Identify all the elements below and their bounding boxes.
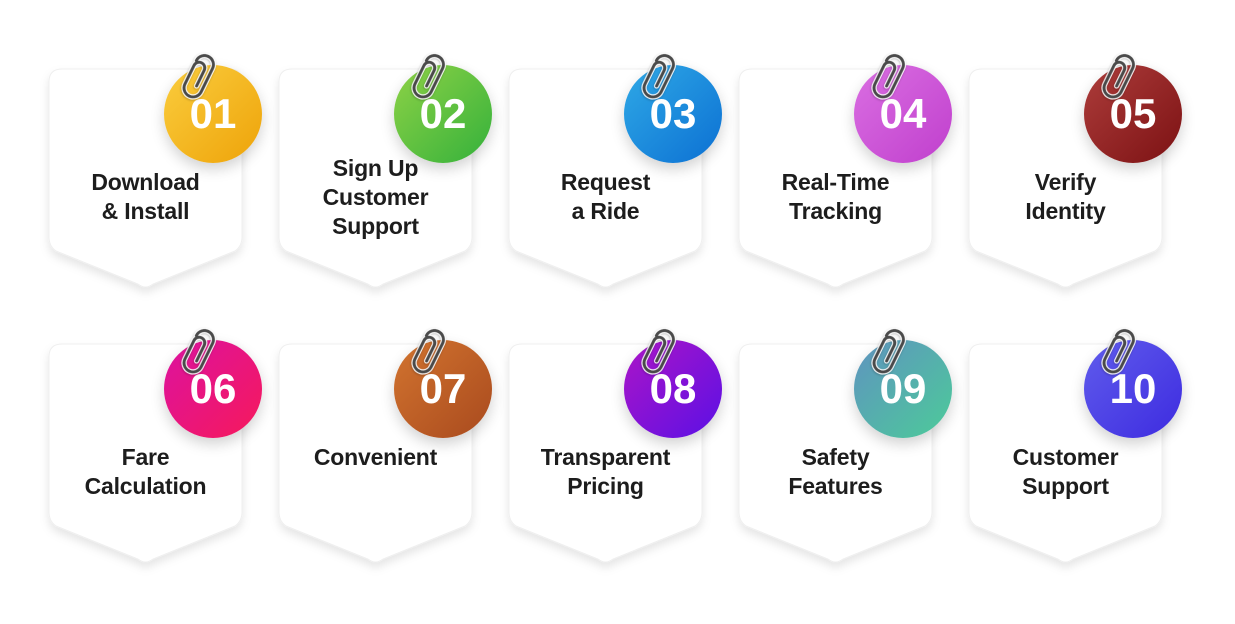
step-label-line: Support (332, 213, 419, 239)
step-card-06: Fare Calculation 06 (48, 343, 262, 565)
step-label: Real-Time Tracking (738, 68, 933, 226)
step-label: Safety Features (738, 343, 933, 501)
step-number: 04 (879, 90, 927, 137)
step-card-10: Customer Support 10 (968, 343, 1182, 565)
step-label-line: Identity (1025, 198, 1106, 224)
step-number-badge: 02 (394, 65, 492, 163)
step-label-line: Customer (322, 184, 429, 210)
step-card-01: Download & Install 01 (48, 68, 262, 290)
step-label-line: Verify (1034, 169, 1097, 195)
step-card-08: Transparent Pricing 08 (508, 343, 722, 565)
step-label-line: Support (1022, 473, 1109, 499)
step-number-badge: 09 (854, 340, 952, 438)
step-number-badge: 07 (394, 340, 492, 438)
step-number: 03 (649, 90, 697, 137)
step-number: 09 (879, 365, 927, 412)
step-number: 07 (419, 365, 467, 412)
step-number: 02 (419, 90, 467, 137)
step-number-badge: 03 (624, 65, 722, 163)
step-number: 05 (1109, 90, 1157, 137)
step-number: 01 (189, 90, 237, 137)
step-number-badge: 10 (1084, 340, 1182, 438)
step-card-03: Request a Ride 03 (508, 68, 722, 290)
step-number-badge: 08 (624, 340, 722, 438)
step-number-badge: 01 (164, 65, 262, 163)
step-label: Convenient (278, 343, 473, 472)
step-label-line: Sign Up (332, 155, 419, 181)
step-label-line: Convenient (313, 444, 438, 470)
step-card-04: Real-Time Tracking 04 (738, 68, 952, 290)
step-label: Fare Calculation (48, 343, 243, 501)
step-label: Customer Support (968, 343, 1163, 501)
step-label-line: Request (560, 169, 651, 195)
step-number-badge: 06 (164, 340, 262, 438)
step-label-line: Safety (801, 444, 870, 470)
step-number-badge: 04 (854, 65, 952, 163)
step-label-line: Calculation (84, 473, 207, 499)
step-card-09: Safety Features 09 (738, 343, 952, 565)
step-label-line: Real-Time (781, 169, 890, 195)
step-label: Request a Ride (508, 68, 703, 226)
step-number: 10 (1109, 365, 1157, 412)
step-label-line: Download (91, 169, 200, 195)
step-label-line: & Install (101, 198, 190, 224)
step-label: Download & Install (48, 68, 243, 226)
step-label-line: Customer (1012, 444, 1119, 470)
step-label: Sign Up Customer Support (278, 68, 473, 241)
step-number: 06 (189, 365, 237, 412)
step-label-line: Fare (121, 444, 170, 470)
step-label: Verify Identity (968, 68, 1163, 226)
step-label-line: a Ride (571, 198, 640, 224)
step-label-line: Features (788, 473, 883, 499)
step-label: Transparent Pricing (508, 343, 703, 501)
step-number: 08 (649, 365, 697, 412)
step-label-line: Transparent (540, 444, 671, 470)
step-card-02: Sign Up Customer Support 02 (278, 68, 492, 290)
step-label-line: Pricing (567, 473, 644, 499)
step-label-line: Tracking (789, 198, 882, 224)
step-number-badge: 05 (1084, 65, 1182, 163)
step-card-07: Convenient 07 (278, 343, 492, 565)
step-card-05: Verify Identity 05 (968, 68, 1182, 290)
